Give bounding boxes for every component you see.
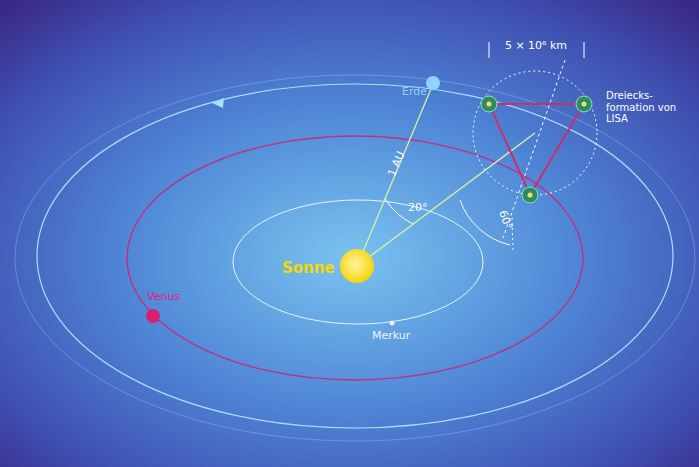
earth xyxy=(426,76,440,90)
planet-name: Merkur xyxy=(372,330,410,343)
earth-orbit xyxy=(37,84,673,428)
orbit-arrow xyxy=(212,98,224,108)
lisa-circle xyxy=(473,71,597,195)
planet-name: Venus xyxy=(147,291,180,304)
sun-name: Sonne xyxy=(282,260,335,277)
spacecraft xyxy=(481,96,592,203)
sun xyxy=(340,249,374,283)
planet-name: Erde xyxy=(402,86,427,99)
lisa-triangle xyxy=(489,104,584,195)
earth-line xyxy=(357,84,433,266)
normal-line xyxy=(503,60,565,238)
mercury-orbit xyxy=(233,200,483,324)
venus-orbit xyxy=(127,136,583,380)
outer-orbit xyxy=(15,75,695,441)
lisa-line xyxy=(357,133,535,266)
dimension-tick xyxy=(489,42,490,58)
venus xyxy=(146,309,160,323)
angle-label: 20° xyxy=(408,202,428,215)
dimension-tick xyxy=(584,42,585,58)
formation-label: Dreiecks- formation von LISA xyxy=(606,90,684,125)
mercury xyxy=(390,321,395,326)
dimension-label: 5 × 10⁶ km xyxy=(505,40,567,53)
